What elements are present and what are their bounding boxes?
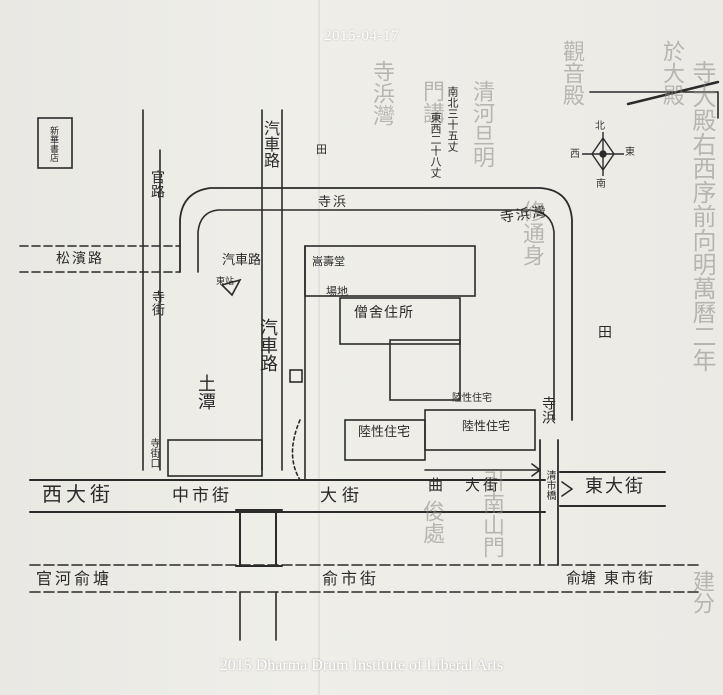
street-zhong-shi-jie: 中市街 (172, 486, 232, 506)
bg-text-8: 於大殿 (659, 40, 684, 106)
building-lu-2: 陸性住宅 (462, 419, 511, 433)
street-dong-da-jie: 東大街 (585, 476, 645, 497)
tutan-box (167, 439, 263, 477)
compass-north: 北 (595, 121, 605, 132)
field-left: 田 (316, 143, 327, 156)
sibang-canal-inner (197, 209, 555, 421)
street-guanhe-yutang: 官河俞塘 (36, 569, 113, 588)
street-guan-lu: 官路 (149, 170, 165, 198)
institute-credit-watermark: 2015 Dharma Drum Institute of Liberal Ar… (219, 657, 504, 674)
compass-west: 西 (570, 149, 580, 160)
zhongshi-bridge (239, 511, 277, 566)
street-yu-shi-jie: 俞市街 (322, 569, 380, 588)
building-shi-di: 場地 (326, 285, 348, 298)
block-monks (339, 297, 461, 345)
bg-text-6: 引南山門 (479, 470, 504, 558)
street-yutang: 俞塘 (566, 569, 597, 587)
xinhua-box (37, 117, 73, 169)
building-lu-3: 陸性住宅 (452, 393, 492, 404)
bg-text-1: 寺大殿右西序前向明萬曆二年 (688, 60, 716, 372)
street-da-jie: 大街 (320, 486, 364, 506)
block-lu-2 (424, 409, 536, 451)
bg-text-4: 清河旦明 (469, 80, 494, 168)
dong-da-jie-arrow (561, 481, 573, 497)
compass-rose (582, 132, 624, 176)
frame-slash (626, 80, 720, 106)
bg-text-3: 修通身 (519, 200, 544, 266)
street-dong-shi-jie: 東市街 (604, 569, 656, 587)
building-dong-zhan: 東站 (216, 277, 235, 287)
street-qu: 曲 (428, 476, 444, 494)
compass-south: 南 (596, 179, 606, 190)
building-changtai: 嵩壽堂 (312, 255, 345, 268)
street-da-jie-2: 大街 (465, 476, 502, 494)
street-si-jie-kou: 寺街口 (148, 438, 159, 468)
lower-bridge (239, 591, 277, 641)
building-seng-she: 僧舍住所 (354, 305, 414, 321)
street-qiche-lu-top: 汽車路 (261, 120, 280, 168)
qu-jie-arrow (531, 463, 541, 477)
annotation-nanbei: 南北三十五丈 (446, 86, 459, 152)
bg-text-9: 寺浜灣 (369, 60, 394, 126)
street-sibang-top: 寺浜 (318, 195, 349, 210)
street-qiche-lu-left: 汽車路 (222, 253, 262, 268)
scan-date-watermark: 2015-04-17 (324, 28, 399, 44)
street-qiche-lu-mid: 汽車路 (257, 318, 278, 372)
compass-east: 東 (625, 147, 635, 158)
dong-zhan-triangle (220, 278, 242, 297)
block-inner (389, 339, 461, 401)
street-song-bang-lu: 松濱路 (56, 251, 104, 267)
sibang-canal-outer (179, 187, 573, 421)
bg-text-10: 俊處 (419, 500, 444, 544)
annotation-dongxi: 東西二十八丈 (429, 112, 442, 178)
bg-text-2: 觀音殿 (559, 40, 584, 106)
small-square (289, 369, 303, 383)
building-xinhua: 新華書店 (48, 126, 58, 162)
bg-text-7: 建分 (689, 570, 714, 614)
street-xi-da-jie: 西大街 (42, 482, 114, 506)
street-tu-tan: 土潭 (195, 374, 216, 410)
bg-text-5: 門講 (419, 80, 444, 124)
path-dashed (291, 419, 301, 481)
zhongshi-bridge-caps (235, 509, 283, 567)
paper-fold (318, 0, 320, 695)
street-si-jie: 寺街 (149, 290, 164, 316)
building-lu-1: 陸性住宅 (358, 425, 411, 440)
field-right: 田 (598, 325, 612, 341)
street-sibang-right: 寺浜 (540, 396, 556, 424)
street-qingshi-qiao: 清市橋 (544, 470, 555, 500)
frame-corner (589, 91, 719, 119)
